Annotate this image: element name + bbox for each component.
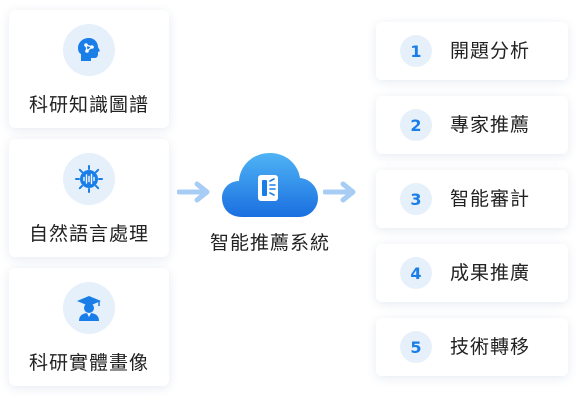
output-card: 1 開題分析 <box>376 22 568 80</box>
step-number: 4 <box>400 257 432 289</box>
step-number: 1 <box>400 35 432 67</box>
brain-network-icon <box>63 24 115 76</box>
step-number: 3 <box>400 183 432 215</box>
output-label: 技術轉移 <box>450 336 531 358</box>
input-card-knowledge-graph: 科研知識圖譜 <box>9 10 169 128</box>
input-label: 自然語言處理 <box>28 223 149 245</box>
input-card-nlp: 自然語言處理 <box>9 139 169 257</box>
output-card: 5 技術轉移 <box>376 318 568 376</box>
output-label: 成果推廣 <box>450 262 531 284</box>
step-number: 5 <box>400 331 432 363</box>
output-label: 開題分析 <box>450 40 531 62</box>
output-label: 專家推薦 <box>450 114 531 136</box>
input-label: 科研實體畫像 <box>28 352 149 374</box>
output-card: 3 智能審計 <box>376 170 568 228</box>
output-label: 智能審計 <box>450 188 531 210</box>
step-number: 2 <box>400 109 432 141</box>
graduate-avatar-icon <box>63 282 115 334</box>
center-label: 智能推薦系統 <box>209 232 330 254</box>
arrow-right-icon <box>323 181 356 203</box>
input-label: 科研知識圖譜 <box>28 94 149 116</box>
output-card: 2 專家推薦 <box>376 96 568 154</box>
arrow-right-icon <box>177 181 210 203</box>
output-card: 4 成果推廣 <box>376 244 568 302</box>
virus-waveform-icon <box>63 153 115 205</box>
input-card-entity-profile: 科研實體畫像 <box>9 268 169 386</box>
cloud-ai-icon <box>222 153 318 217</box>
